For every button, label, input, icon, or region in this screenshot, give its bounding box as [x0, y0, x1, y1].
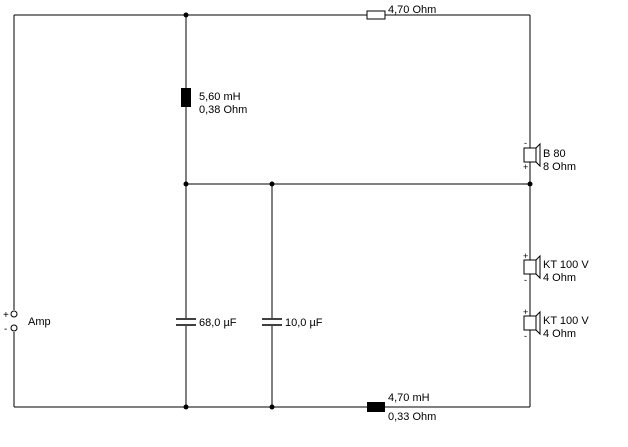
- speaker-kt2-impedance: 4 Ohm: [543, 328, 576, 340]
- speaker-kt100-2[interactable]: [523, 310, 541, 336]
- amp-plus: +: [3, 310, 9, 321]
- kt1-minus: -: [524, 275, 527, 285]
- speaker-b80-name: B 80: [543, 148, 566, 160]
- inductor-series-inductance: 4,70 mH: [388, 392, 430, 404]
- resistor-top[interactable]: [366, 10, 386, 20]
- capacitor-68uf-label: 68,0 µF: [199, 317, 237, 329]
- speaker-b80-impedance: 8 Ohm: [543, 161, 576, 173]
- inductor-series[interactable]: [367, 402, 385, 412]
- capacitor-10uf-label: 10,0 µF: [285, 317, 323, 329]
- wires: [13, 14, 531, 408]
- speaker-kt2-name: KT 100 V: [543, 315, 589, 327]
- junction-nodes: [183, 12, 533, 410]
- amp-label: Amp: [28, 316, 51, 328]
- resistor-top-label: 4,70 Ohm: [388, 4, 436, 16]
- amp-minus: -: [4, 324, 7, 335]
- kt2-plus: +: [523, 307, 528, 317]
- capacitor-10uf[interactable]: [261, 318, 283, 326]
- inductor-shunt-inductance: 5,60 mH: [199, 91, 241, 103]
- inductor-shunt-resistance: 0,38 Ohm: [199, 104, 247, 116]
- speaker-kt1-name: KT 100 V: [543, 259, 589, 271]
- inductor-shunt[interactable]: [181, 88, 191, 107]
- b80-minus: -: [524, 138, 527, 148]
- kt1-plus: +: [523, 251, 528, 261]
- capacitor-68uf[interactable]: [175, 318, 197, 326]
- inductor-series-resistance: 0,33 Ohm: [388, 411, 436, 423]
- speaker-kt1-impedance: 4 Ohm: [543, 272, 576, 284]
- amp-terminals[interactable]: [10, 310, 18, 332]
- speaker-kt100-1[interactable]: [523, 254, 541, 280]
- speaker-b80[interactable]: [523, 142, 541, 168]
- kt2-minus: -: [524, 331, 527, 341]
- b80-plus: +: [523, 162, 528, 172]
